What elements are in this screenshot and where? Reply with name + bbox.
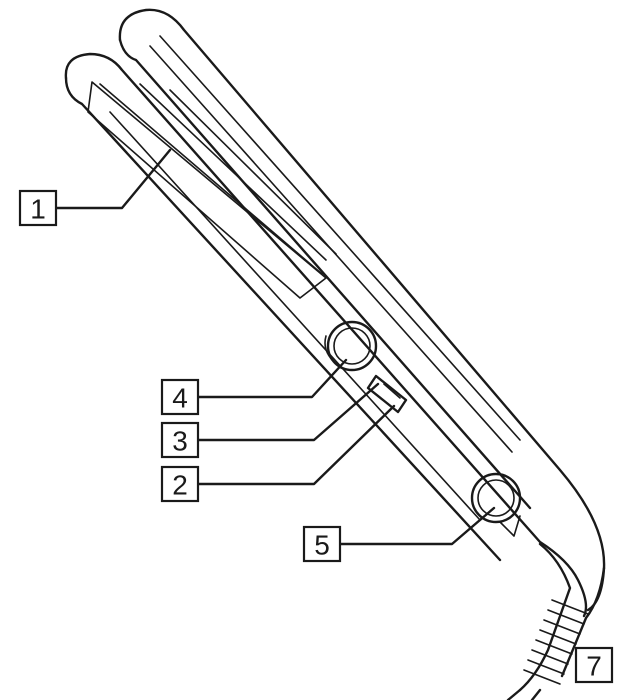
swivel-cord [506,542,606,700]
svg-text:3: 3 [172,426,188,457]
callout-2: 2 [160,465,200,503]
leader-line-1 [54,148,172,210]
svg-text:2: 2 [172,470,188,501]
callout-5: 5 [302,525,342,563]
callout-4: 4 [160,378,200,416]
svg-text:4: 4 [172,383,188,414]
svg-text:1: 1 [30,194,46,225]
leader-line-4 [196,358,348,399]
leader-line-3 [196,382,380,442]
lower-arm [64,52,588,618]
callout-1: 1 [18,189,58,227]
svg-text:7: 7 [586,651,602,682]
leader-line-2 [196,404,396,486]
slide-switch-icon [366,374,408,414]
upper-control-button-icon [324,320,378,372]
upper-arm [118,8,606,612]
heating-plate [87,81,327,299]
lower-control-button-icon [470,472,522,537]
svg-text:5: 5 [314,530,330,561]
callout-3: 3 [160,421,200,459]
callout-7: 7 [574,646,614,684]
leader-line-5 [338,506,496,546]
